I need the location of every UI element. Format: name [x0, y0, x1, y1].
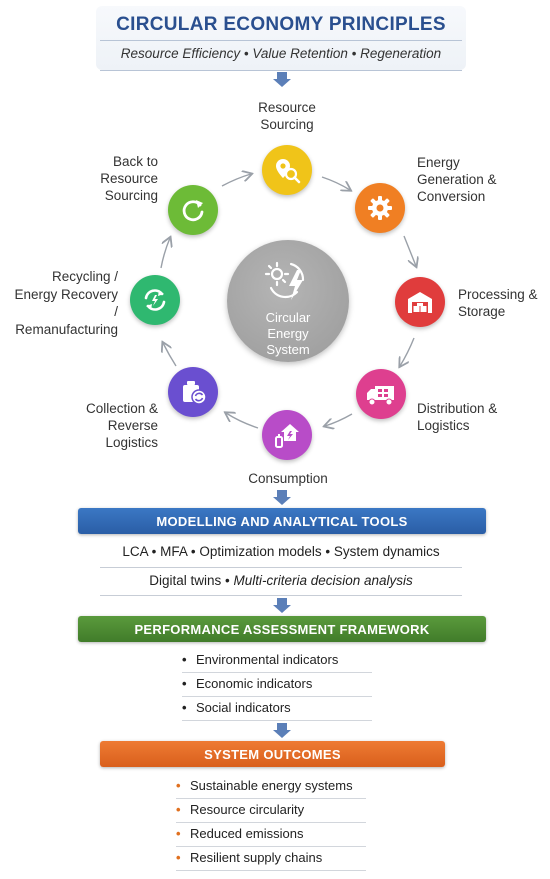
cycle-arrow: [221, 174, 251, 187]
warehouse-icon: [408, 292, 432, 313]
node-distribution-logistics: [356, 369, 406, 419]
page-title: CIRCULAR ECONOMY PRINCIPLES: [116, 14, 446, 35]
performance-framework-header: PERFORMANCE ASSESSMENT FRAMEWORK: [78, 616, 486, 642]
node-processing-storage: [395, 277, 445, 327]
list-item-text: Resource circularity: [190, 802, 305, 817]
center-circle: [227, 240, 349, 362]
list-item-text: Sustainable energy systems: [190, 778, 353, 793]
list-item-text: Social indicators: [196, 700, 291, 715]
list-item: • Resource circularity: [176, 800, 366, 824]
list-item: • Environmental indicators: [182, 650, 372, 674]
bullet: •: [176, 778, 181, 793]
location-search-icon: [276, 159, 301, 184]
bullet: •: [182, 652, 187, 667]
divider: [100, 70, 462, 71]
outcomes-list: • Sustainable energy systems • Resource ci…: [176, 776, 366, 872]
list-item-text: Economic indicators: [196, 676, 313, 691]
modelling-tools-header: MODELLING AND ANALYTICAL TOOLS: [78, 508, 486, 534]
node-back-to-resource-sourcing: [168, 185, 218, 235]
cycle-arrow: [160, 238, 170, 269]
bullet: •: [176, 826, 181, 841]
down-arrow-icon: [273, 490, 291, 505]
gear-icon: [368, 196, 392, 220]
page-subtitle: Resource Efficiency • Value Retention • …: [120, 46, 442, 61]
cycle-arrow: [400, 337, 415, 366]
list-item-text: Environmental indicators: [196, 652, 339, 667]
modelling-tools-line: Digital twins • Multi-criteria decision …: [100, 573, 462, 588]
down-arrow-icon: [273, 72, 291, 87]
node-label: Distribution &Logistics: [417, 401, 498, 433]
node-collection-reverse-logistics: [168, 367, 218, 417]
performance-indicator-list: • Environmental indicators • Economic indi…: [182, 650, 372, 722]
node-consumption: [262, 410, 312, 460]
bullet: •: [182, 676, 187, 691]
tool-text: Digital twins •: [149, 573, 234, 588]
cycle-arrow: [325, 413, 353, 426]
list-item: • Social indicators: [182, 698, 372, 722]
modelling-tools-line: LCA • MFA • Optimization models • System…: [122, 544, 440, 559]
down-arrow-icon: [273, 723, 291, 738]
divider: [100, 40, 462, 41]
node-resource-sourcing: [262, 145, 312, 195]
list-item-text: Resilient supply chains: [190, 850, 323, 865]
list-item: • Economic indicators: [182, 674, 372, 698]
energy-cycle-icon: [264, 261, 305, 300]
list-item: • Sustainable energy systems: [176, 776, 366, 800]
cycle-arrow: [226, 413, 259, 429]
delivery-truck-icon: [367, 386, 394, 406]
bullet: •: [176, 850, 181, 865]
cycle-arrow: [163, 343, 177, 367]
list-item: • Resilient supply chains: [176, 848, 366, 872]
system-outcomes-header: SYSTEM OUTCOMES: [100, 741, 445, 767]
divider: [100, 567, 462, 568]
list-item: • Reduced emissions: [176, 824, 366, 848]
bullet: •: [182, 700, 187, 715]
header-banner: [96, 6, 466, 70]
bullet: •: [176, 802, 181, 817]
down-arrow-icon: [273, 598, 291, 613]
cycle-arrow: [403, 235, 416, 266]
list-item-text: Reduced emissions: [190, 826, 304, 841]
divider: [100, 595, 462, 596]
node-label: Recycling /Energy Recovery/Remanufacturi…: [14, 269, 118, 337]
recycle-arrows-icon: [144, 289, 166, 311]
node-recycling-energy-recovery: [130, 275, 180, 325]
cycle-arrow: [321, 176, 350, 190]
node-label: Processing &Storage: [458, 287, 538, 319]
home-energy-icon: [275, 424, 299, 448]
cycle-arrows: [160, 0, 550, 500]
node-label: Consumption: [248, 471, 328, 486]
refresh-icon: [182, 200, 204, 222]
recycle-bin-icon: [183, 381, 207, 405]
node-energy-generation: [355, 183, 405, 233]
tool-text: Multi-criteria decision analysis: [233, 573, 413, 588]
